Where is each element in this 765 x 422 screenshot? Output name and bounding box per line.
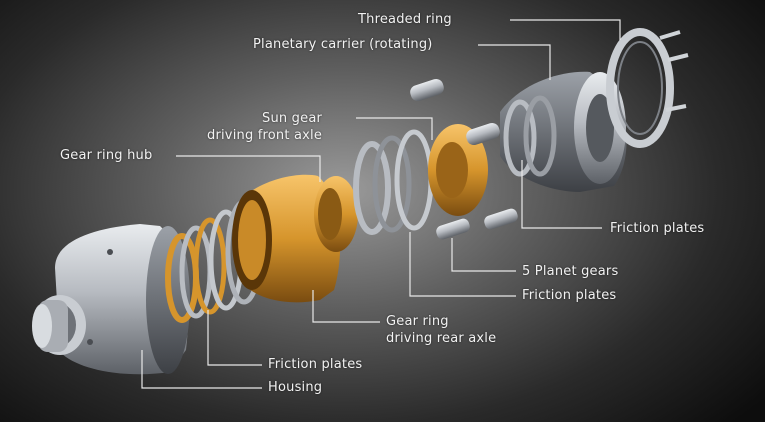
leader-planetary-carrier: [478, 44, 551, 80]
label-threaded-ring: Threaded ring: [358, 12, 452, 27]
threaded-ring-part: [606, 28, 689, 148]
label-gear-ring-rear-line1: Gear ring: [386, 314, 449, 329]
label-gear-ring-hub: Gear ring hub: [60, 148, 153, 163]
leader-housing: [141, 350, 262, 389]
label-sun-gear-line2: driving front axle: [207, 128, 323, 143]
housing-part: [32, 224, 190, 375]
label-friction-plates-middle: Friction plates: [522, 288, 617, 303]
leader-gear-ring-hub: [176, 155, 321, 182]
label-planetary-carrier: Planetary carrier (rotating): [253, 37, 433, 52]
leader-friction-plates-right: [521, 160, 602, 229]
label-gear-ring-rear-line2: driving rear axle: [386, 331, 497, 346]
leader-friction-plates-middle: [409, 232, 516, 297]
label-planet-gears: 5 Planet gears: [522, 264, 619, 279]
label-friction-plates-right: Friction plates: [610, 221, 705, 236]
planet-gears-part: [410, 78, 518, 240]
planetary-carrier-part: [500, 71, 627, 192]
leader-threaded-ring: [510, 19, 621, 40]
leader-lines: [141, 19, 621, 389]
label-sun-gear-line1: Sun gear: [262, 111, 323, 126]
leader-friction-plates-left: [207, 310, 262, 366]
gear-ring-hub-part: [314, 176, 358, 252]
label-housing: Housing: [268, 380, 323, 395]
label-friction-plates-left: Friction plates: [268, 357, 363, 372]
friction-plates-middle-part: [353, 129, 434, 235]
sun-gear-part: [428, 124, 488, 216]
leader-gear-ring-rear: [312, 290, 380, 323]
leader-planet-gears: [451, 238, 516, 272]
leader-sun-gear: [356, 117, 433, 140]
